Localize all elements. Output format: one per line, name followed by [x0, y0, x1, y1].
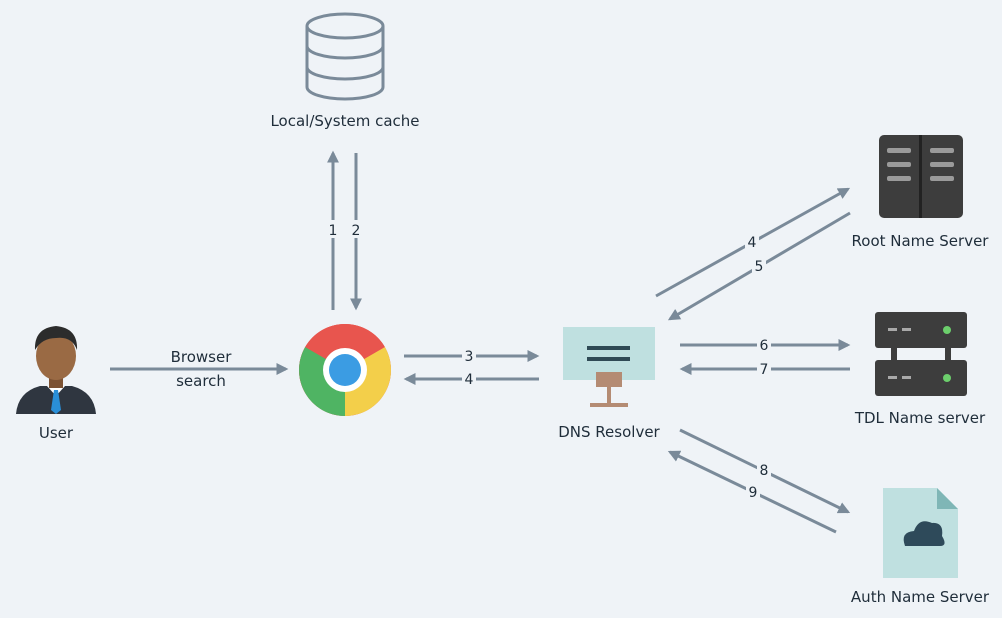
user-label: User	[39, 424, 74, 442]
database-icon	[305, 12, 385, 101]
step-4-root: 4	[748, 235, 757, 251]
server-rack-icon	[879, 135, 963, 218]
step-6: 6	[760, 338, 769, 354]
step-3: 3	[465, 349, 474, 365]
cache-label: Local/System cache	[270, 112, 419, 130]
browser-search-label-line1: Browser	[171, 348, 233, 366]
step-8: 8	[760, 463, 769, 479]
step-4-browser: 4	[465, 372, 474, 388]
tdl-label: TDL Name server	[854, 409, 986, 427]
cloud-document-icon	[883, 488, 958, 578]
server-stack-icon	[875, 312, 967, 396]
step-7: 7	[760, 362, 769, 378]
chrome-icon	[299, 324, 391, 416]
resolver-label: DNS Resolver	[558, 423, 660, 441]
browser-search-label-line2: search	[176, 372, 226, 390]
monitor-icon	[563, 327, 655, 407]
step-1: 1	[329, 223, 338, 239]
step-labels: 1 2 3 4 4 5 6 7 8 9	[326, 220, 771, 501]
user-icon	[16, 326, 96, 414]
step-9: 9	[749, 485, 758, 501]
step-5: 5	[755, 259, 764, 275]
step-2: 2	[352, 223, 361, 239]
root-label: Root Name Server	[852, 232, 990, 250]
auth-label: Auth Name Server	[851, 588, 990, 606]
